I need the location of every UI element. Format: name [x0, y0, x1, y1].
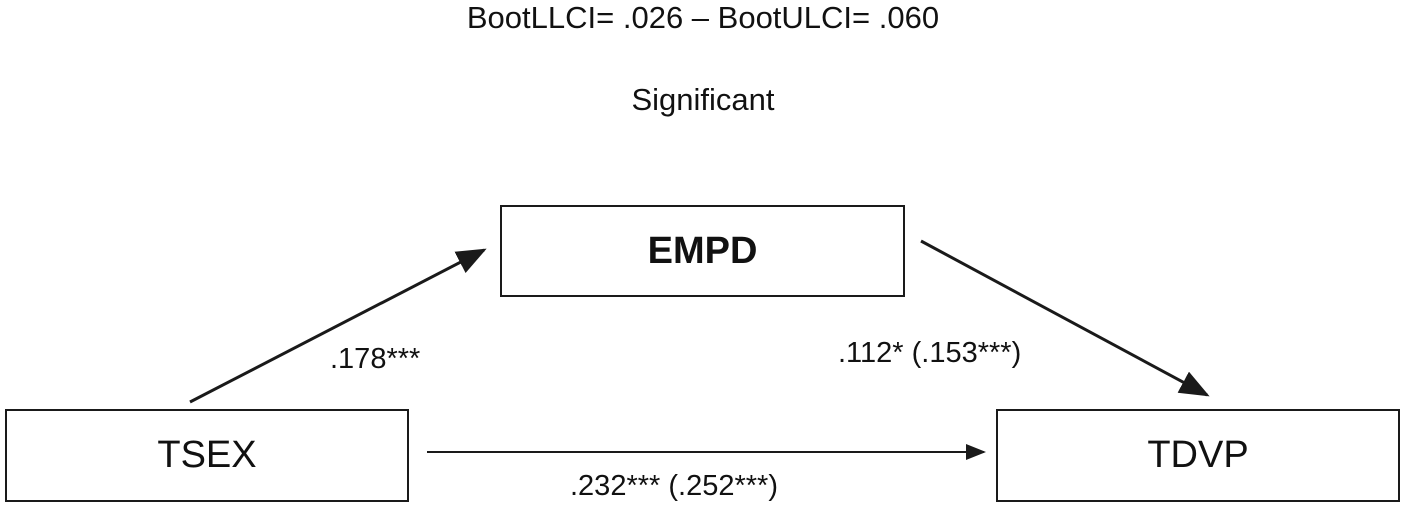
significance-text: Significant: [631, 82, 775, 117]
mediator-label: EMPD: [647, 229, 758, 272]
predictor-box: TSEX: [5, 409, 409, 502]
outcome-box: TDVP: [996, 409, 1400, 502]
arrow-mediator-to-outcome: [920, 239, 1210, 397]
outcome-label: TDVP: [1147, 434, 1249, 476]
path-c-coefficient: .232*** (.252***): [570, 470, 778, 502]
path-b-coefficient: .112* (.153***): [838, 337, 1022, 369]
mediator-box: EMPD: [500, 205, 905, 297]
predictor-label: TSEX: [157, 434, 257, 476]
arrow-predictor-to-mediator: [189, 248, 487, 404]
path-a-coefficient: .178***: [330, 343, 421, 375]
bootstrap-ci-text: BootLLCI= .026 – BootULCI= .060: [466, 0, 940, 35]
